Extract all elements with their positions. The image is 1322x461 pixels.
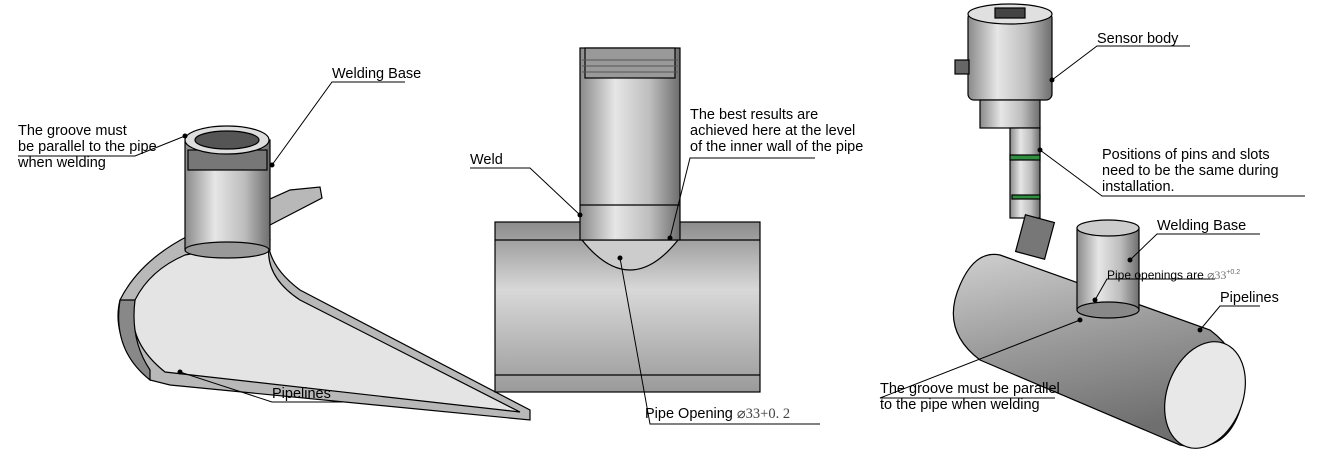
arrowheads xyxy=(177,77,1203,375)
note-line: The groove must xyxy=(18,123,127,139)
left-welding-base-label: Welding Base xyxy=(332,66,422,82)
pipe-opening-dimension: ⌀33+0. 2 xyxy=(736,406,791,422)
middle-pipe xyxy=(494,221,761,393)
best-results-note: The best results are achieved here at th… xyxy=(690,107,863,155)
leader-lines xyxy=(18,45,1305,425)
left-groove-note: The groove must be parallel to the pipe … xyxy=(18,123,157,171)
note-line: need to be the same during xyxy=(1102,163,1279,179)
note-line: achieved here at the level xyxy=(690,123,856,139)
weld-label: Weld xyxy=(470,152,503,168)
note-line: Positions of pins and slots xyxy=(1102,147,1270,163)
note-line: be parallel to the pipe xyxy=(18,139,157,155)
note-line: to the pipe when welding xyxy=(880,397,1040,413)
sensor-body-label: Sensor body xyxy=(1097,31,1179,47)
right-pipelines-label: Pipelines xyxy=(1220,290,1279,306)
note-line: The best results are xyxy=(690,107,819,123)
note-line: installation. xyxy=(1102,179,1175,195)
note-line: The groove must be parallel xyxy=(880,381,1060,397)
left-pipelines-label: Pipelines xyxy=(272,386,331,402)
note-line: when welding xyxy=(18,155,106,171)
pins-note: Positions of pins and slots need to be t… xyxy=(1102,147,1279,195)
right-welding-base xyxy=(1076,219,1140,319)
pipe-openings-label: Pipe openings are ⌀33+0.2 xyxy=(1107,265,1240,283)
pipe-opening-label: Pipe Opening ⌀33+0. 2 xyxy=(645,406,790,422)
right-groove-note: The groove must be parallel to the pipe … xyxy=(880,381,1060,413)
pipe-openings-dimension: ⌀33 xyxy=(1207,268,1227,282)
pipe-opening-text: Pipe Opening xyxy=(645,406,733,422)
pipe-openings-text: Pipe openings are xyxy=(1107,268,1204,282)
left-welding-base xyxy=(184,125,271,259)
right-sensor xyxy=(954,3,1056,260)
right-welding-base-label: Welding Base xyxy=(1157,218,1247,234)
middle-welding-base xyxy=(579,47,681,241)
pipe-openings-tolerance: +0.2 xyxy=(1226,269,1241,276)
right-pipe xyxy=(952,253,1246,449)
note-line: of the inner wall of the pipe xyxy=(690,139,864,155)
